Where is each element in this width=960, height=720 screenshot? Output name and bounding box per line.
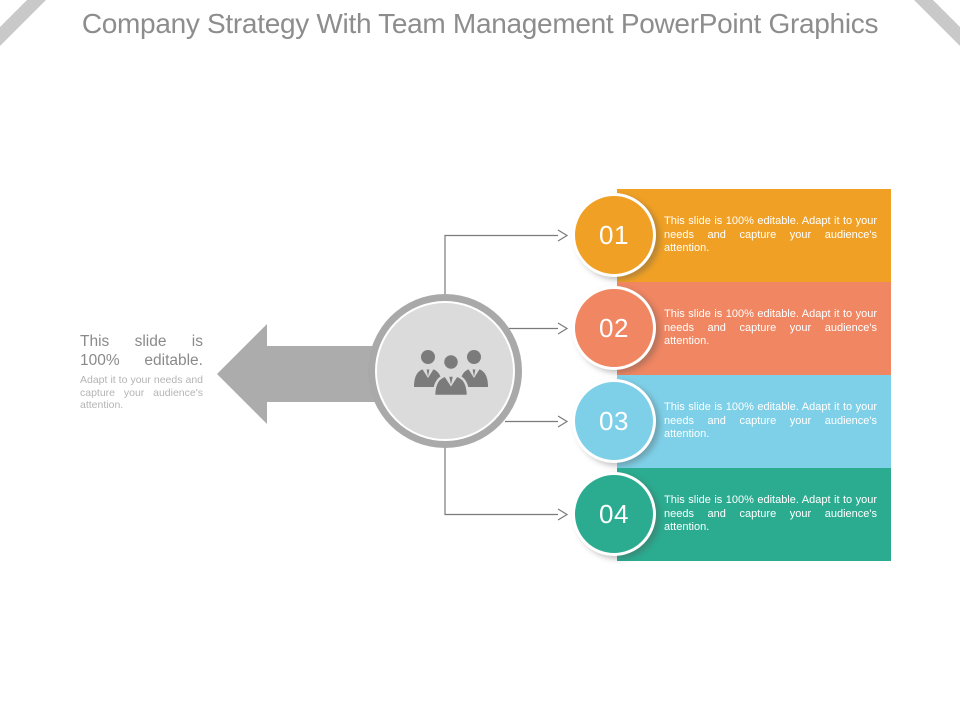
arrowhead-icon (557, 322, 569, 335)
hub-circle-inner (375, 301, 515, 441)
item-number-4: 04 (599, 498, 629, 529)
arrowhead-icon (557, 415, 569, 428)
left-note-headline-line2: 100% editable. (80, 351, 203, 369)
item-text-4: This slide is 100% editable. Adapt it to… (664, 493, 877, 534)
item-number-1: 01 (599, 219, 629, 250)
item-number-badge-2: 02 (572, 286, 656, 370)
item-number-badge-4: 04 (572, 472, 656, 556)
item-number-2: 02 (599, 312, 629, 343)
hub-circle (368, 294, 522, 448)
page-title: Company Strategy With Team Management Po… (81, 8, 879, 39)
arrowhead-icon (557, 508, 569, 521)
list-item: This slide is 100% editable. Adapt it to… (572, 189, 891, 282)
item-bar-1: This slide is 100% editable. Adapt it to… (617, 189, 891, 282)
item-bar-3: This slide is 100% editable. Adapt it to… (617, 375, 891, 468)
item-number-badge-1: 01 (572, 193, 656, 277)
left-note: This slide is 100% editable. Adapt it to… (80, 333, 203, 412)
left-note-body: Adapt it to your needs and capture your … (80, 374, 203, 411)
item-bar-4: This slide is 100% editable. Adapt it to… (617, 468, 891, 561)
list-item: This slide is 100% editable. Adapt it to… (572, 282, 891, 375)
item-text-3: This slide is 100% editable. Adapt it to… (664, 400, 877, 441)
item-text-2: This slide is 100% editable. Adapt it to… (664, 307, 877, 348)
item-text-1: This slide is 100% editable. Adapt it to… (664, 214, 877, 255)
item-bar-2: This slide is 100% editable. Adapt it to… (617, 282, 891, 375)
list-item: This slide is 100% editable. Adapt it to… (572, 468, 891, 561)
list-item: This slide is 100% editable. Adapt it to… (572, 375, 891, 468)
item-number-badge-3: 03 (572, 379, 656, 463)
team-icon (414, 350, 488, 398)
left-note-headline-line1: This slide is (80, 333, 203, 350)
corner-stripe-right-icon (914, 0, 960, 46)
corner-stripe-left-icon (0, 0, 46, 46)
arrowhead-icon (557, 229, 569, 242)
item-number-3: 03 (599, 405, 629, 436)
